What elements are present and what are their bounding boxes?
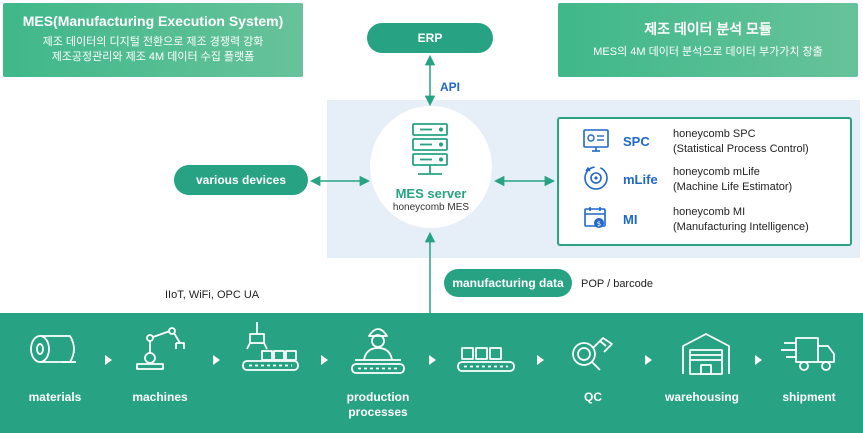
module-mi-desc: honeycomb MI (Manufacturing Intelligence…	[673, 205, 809, 235]
various-devices-pill: various devices	[174, 165, 308, 195]
module-row-mi: $ MI honeycomb MI (Manufacturing Intelli…	[559, 205, 849, 237]
magnifier-check-icon	[572, 337, 613, 371]
step-shipment: shipment	[782, 390, 836, 404]
step-qc: QC	[584, 390, 602, 404]
truck-icon	[781, 337, 835, 371]
erp-pill: ERP	[367, 23, 493, 53]
analysis-module-line1: MES의 4M 데이터 분석으로 데이터 부가가치 창출	[593, 46, 823, 58]
module-mi-abbr: MI	[623, 212, 638, 227]
step-materials: materials	[28, 390, 82, 404]
step-machines: machines	[132, 390, 188, 404]
analysis-modules-panel: SPC honeycomb SPC (Statistical Process C…	[557, 117, 852, 246]
module-mi-name: honeycomb MI	[673, 206, 746, 218]
module-mi-full: (Manufacturing Intelligence)	[673, 221, 809, 233]
flow-arrow-1	[105, 355, 112, 365]
flow-arrow-5	[537, 355, 544, 365]
protocols-label: IIoT, WiFi, OPC UA	[165, 289, 260, 301]
flow-arrow-3	[321, 355, 328, 365]
step-production-line: production	[346, 390, 410, 404]
flow-arrow-4	[429, 355, 436, 365]
api-label: API	[440, 80, 461, 94]
module-mlife-desc: honeycomb mLife (Machine Life Estimator)	[673, 165, 792, 195]
mes-server-subtitle: honeycomb MES	[392, 202, 470, 213]
module-row-spc: SPC honeycomb SPC (Statistical Process C…	[559, 127, 849, 159]
mes-server-circle	[370, 106, 492, 228]
svg-text:$: $	[597, 220, 601, 228]
worker-conveyor-icon	[351, 328, 405, 374]
step-processes-line: processes	[348, 405, 408, 419]
gear-clock-icon	[584, 166, 608, 190]
monitor-chart-icon	[583, 129, 609, 152]
mes-intro-line1: 제조 데이터의 디지털 전환으로 제조 경쟁력 강화	[42, 36, 264, 48]
module-spc-name: honeycomb SPC	[673, 128, 756, 140]
mes-intro-title: MES(Manufacturing Execution System)	[22, 13, 284, 29]
calendar-dollar-icon: $	[584, 207, 606, 228]
server-rack-icon	[412, 123, 448, 175]
conveyor-crane-icon	[242, 322, 299, 371]
step-warehousing: warehousing	[664, 390, 739, 404]
roll-icon	[30, 335, 76, 363]
manufacturing-data-pill: manufacturing data	[444, 269, 572, 297]
mes-intro-line2: 제조공정관리와 제조 4M 데이터 수집 플랫폼	[51, 51, 255, 63]
conveyor-boxes-icon	[457, 347, 515, 372]
flow-arrow-7	[755, 355, 762, 365]
module-mlife-full: (Machine Life Estimator)	[673, 181, 793, 193]
module-row-mlife: mLife honeycomb mLife (Machine Life Esti…	[559, 165, 849, 197]
process-band	[0, 313, 863, 433]
module-spc-abbr: SPC	[623, 134, 650, 149]
robot-arm-icon	[136, 327, 185, 370]
module-mlife-name: honeycomb mLife	[673, 166, 760, 178]
module-spc-desc: honeycomb SPC (Statistical Process Contr…	[673, 127, 809, 157]
module-spc-full: (Statistical Process Control)	[673, 143, 809, 155]
analysis-module-title: 제조 데이터 분석 모듈	[644, 21, 772, 37]
analysis-module-box: 제조 데이터 분석 모듈 MES의 4M 데이터 분석으로 데이터 부가가치 창…	[558, 3, 858, 77]
mes-intro-box: MES(Manufacturing Execution System) 제조 데…	[3, 3, 303, 77]
mes-server-title: MES server	[395, 186, 467, 201]
pop-barcode-label: POP / barcode	[581, 278, 653, 290]
module-mlife-abbr: mLife	[623, 172, 658, 187]
step-production-processes: production processes	[323, 390, 433, 420]
warehouse-icon	[682, 333, 730, 375]
flow-arrow-6	[645, 355, 652, 365]
flow-arrow-2	[213, 355, 220, 365]
